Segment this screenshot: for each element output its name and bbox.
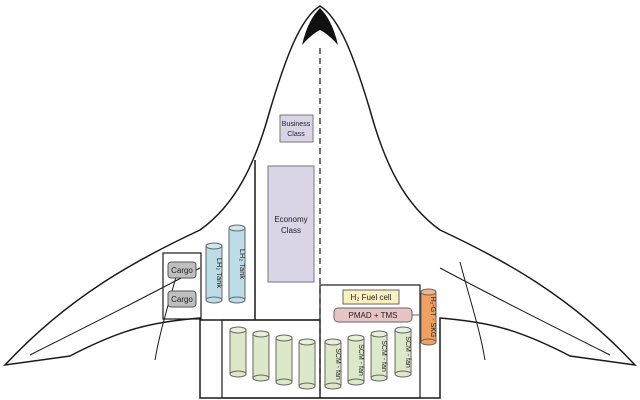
gt-skg-label: H₂-GT - SKG [429,297,436,338]
cargo-box-1 [167,261,197,279]
left-wing-line [29,267,201,356]
scm-fan-label-1: SCM - fan [334,348,341,380]
business-class-label-1: Business [282,121,311,128]
economy-class-label-1: Economy [274,215,307,224]
cargo-bay [162,252,202,320]
fan-cylinder-4 [298,338,316,390]
scm-fan-3 [370,330,388,382]
pmad-label: PMAD + TMS [349,311,398,320]
lh2-tank-label-1: LH₂ Tank [215,258,224,289]
cargo-label-1: Cargo [171,266,193,275]
lh2-tank-1 [205,242,223,304]
fan-cylinder-2 [252,330,270,382]
right-wing-line [439,267,611,356]
scm-fan-label-2: SCM - fan [357,344,364,376]
gt-skg-cylinder [420,288,437,346]
scm-fan-label-4: SCM - fan [404,336,411,368]
scm-fan-label-3: SCM - fan [380,340,387,372]
cargo-label-2: Cargo [171,295,193,304]
fuel-cell-box [342,289,400,305]
right-wing-spar [459,261,486,361]
business-class-label-2: Class [287,131,305,138]
fan-cylinder-3 [275,334,293,386]
scm-fan-4 [394,326,412,378]
business-class-box [279,114,314,143]
fuel-cell-label: H₂ Fuel cell [351,293,392,302]
scm-fan-2 [347,334,365,386]
power-bay [319,284,421,399]
fan-cylinder-1 [229,326,247,378]
scm-fan-1 [324,338,342,390]
economy-class-label-2: Class [281,226,301,235]
lh2-tank-2 [228,224,246,304]
economy-class-box [267,165,315,283]
lh2-tank-label-2: LH₂ Tank [238,249,247,280]
cargo-box-2 [167,290,197,308]
cockpit-window [302,8,338,45]
